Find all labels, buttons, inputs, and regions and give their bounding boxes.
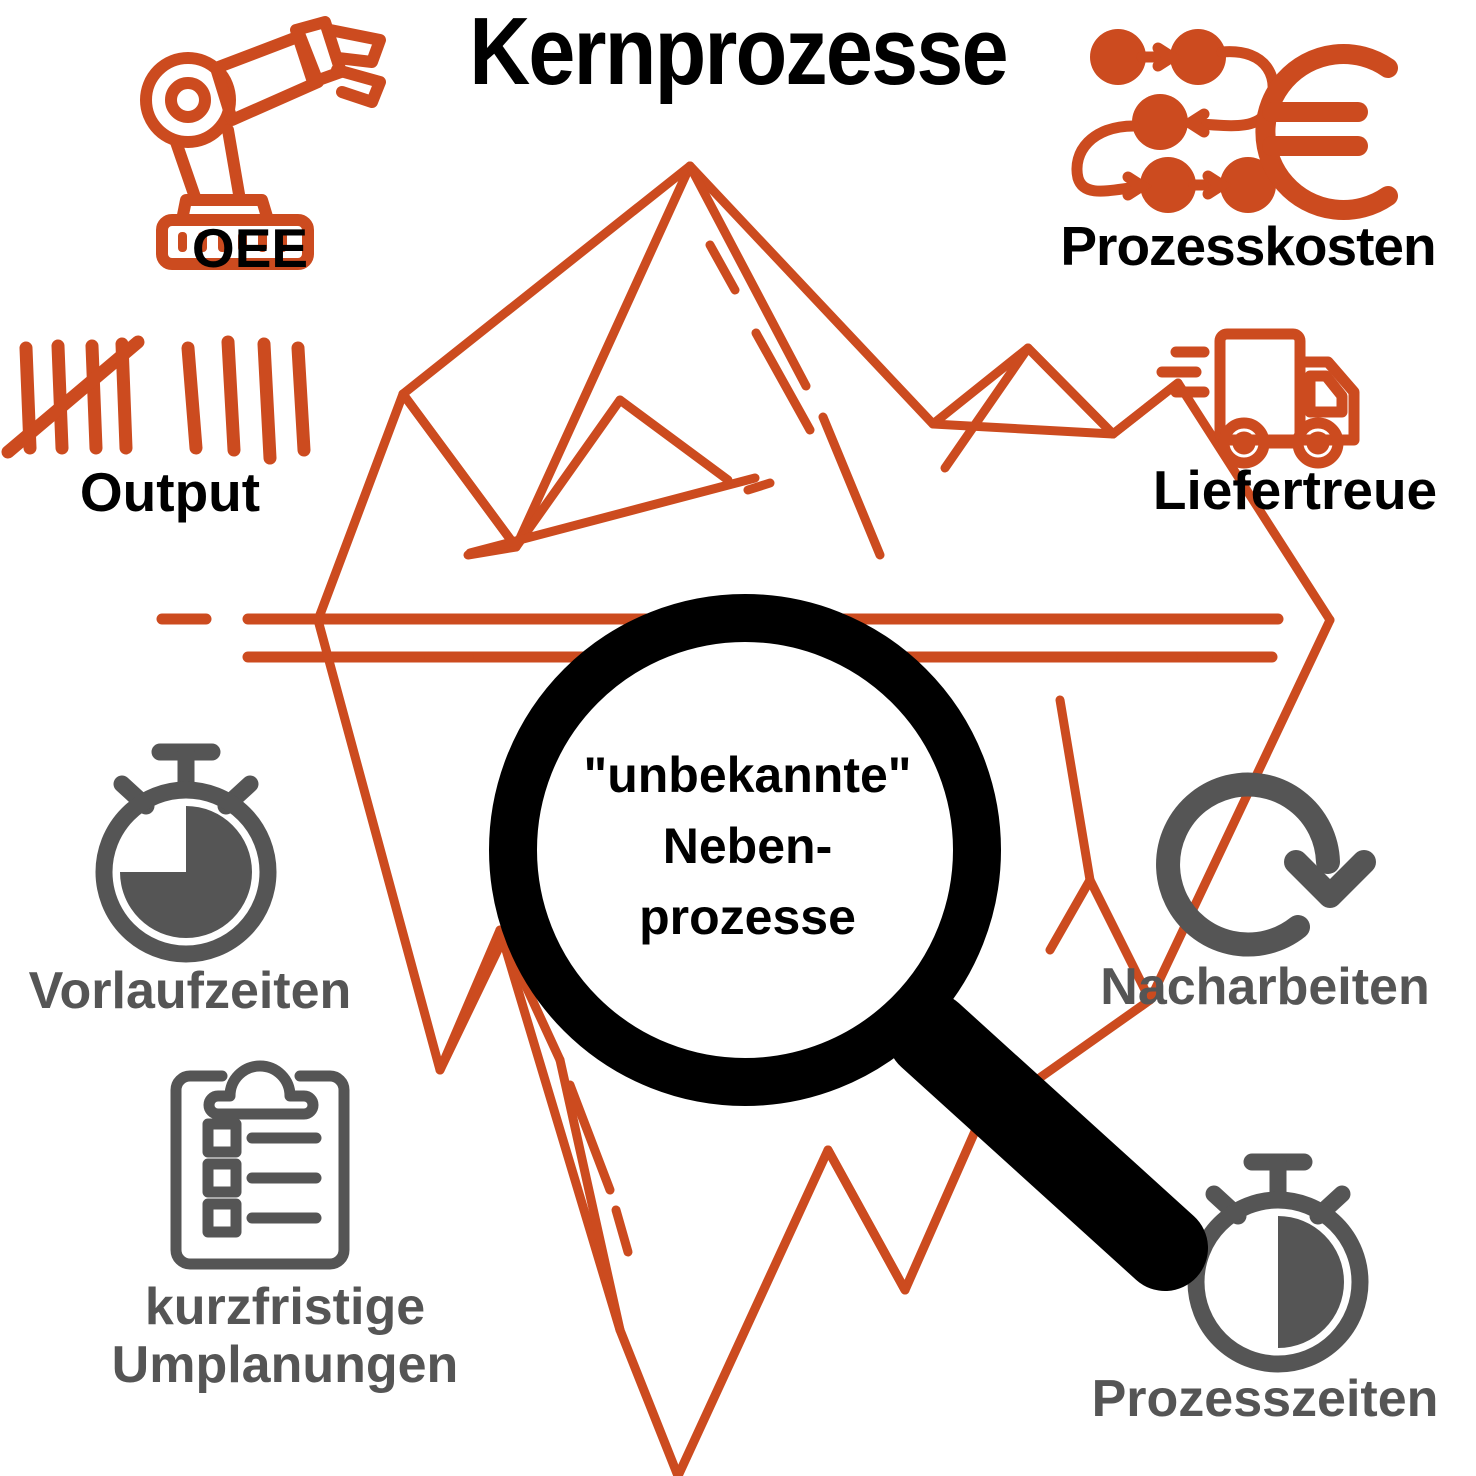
label-prozesszeiten: Prozesszeiten xyxy=(1091,1370,1439,1428)
page-title: Kernprozesse xyxy=(469,0,1008,105)
label-output: Output xyxy=(79,461,261,523)
label-oee: OEE xyxy=(191,217,309,279)
label-nacharbeiten: Nacharbeiten xyxy=(1100,958,1430,1016)
magnifier-center-text: "unbekannte" Neben- prozesse xyxy=(583,747,912,945)
label-vorlaufzeiten: Vorlaufzeiten xyxy=(28,962,352,1020)
label-liefertreue: Liefertreue xyxy=(1152,459,1438,521)
label-prozesskosten: Prozesskosten xyxy=(1060,215,1436,277)
label-kurzfristige-umplanungen: kurzfristige Umplanungen xyxy=(111,1278,459,1395)
